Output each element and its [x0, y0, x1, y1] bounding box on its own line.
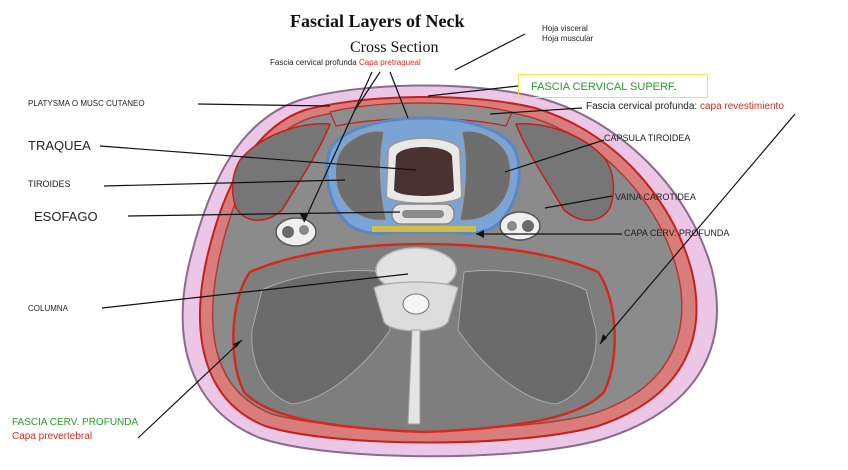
label-vaina-carotidea: VAINA CAROTIDEA: [615, 193, 696, 202]
label-fascia-superf: FASCIA CERVICAL SUPERF: [531, 81, 673, 93]
label-hoja-visceral: Hoja visceral: [542, 25, 588, 33]
label-capa-revestimiento: capa revestimiento: [700, 101, 784, 112]
label-traquea: TRAQUEA: [28, 139, 91, 152]
label-hoja-muscular: Hoja muscular: [542, 35, 593, 43]
esophagus-lumen: [402, 210, 444, 218]
label-esofago: ESOFAGO: [34, 210, 98, 223]
figure-title: Fascial Layers of Neck: [290, 12, 464, 30]
label-capa-cerv-profunda: CAPA CERV. PROFUNDA: [624, 229, 729, 238]
left-carotid-artery: [282, 226, 294, 238]
label-fascia-superf-wrap: FASCIA CERVICAL SUPERF.: [531, 82, 677, 93]
figure-subtitle: Cross Section: [350, 40, 438, 56]
label-columna: COLUMNA: [28, 305, 68, 313]
callout-fascia-superficial: FASCIA CERVICAL SUPERF.: [518, 74, 708, 98]
label-capa-revestimiento-group: Fascia cervical profunda: capa revestimi…: [586, 102, 784, 112]
leader-hoja: [455, 34, 525, 70]
trachea-lumen: [394, 147, 454, 196]
label-fascia-cerv-profunda: FASCIA CERV. PROFUNDA: [12, 418, 138, 428]
label-fascia-superf-dot: .: [673, 81, 676, 93]
right-carotid-artery: [507, 221, 517, 231]
left-jugular-vein: [299, 225, 309, 235]
label-capsula-tiroidea: CAPSULA TIROIDEA: [604, 134, 690, 143]
deep-cervical-layer-band: [372, 226, 476, 232]
right-jugular-vein: [522, 220, 534, 232]
label-tiroides: TIROIDES: [28, 180, 71, 189]
spinal-cord: [403, 294, 429, 314]
label-fascia-profunda-prefix: Fascia cervical profunda: [270, 58, 357, 67]
label-fascia-profunda-pretraqueal: Fascia cervical profunda Capa pretraquea…: [270, 59, 421, 67]
label-capa-prevertebral: Capa prevertebral: [12, 432, 92, 442]
label-capa-pretraqueal: Capa pretraqueal: [359, 58, 421, 67]
label-platysma: PLATYSMA O MUSC CUTANEO: [28, 100, 145, 108]
label-revestimiento-prefix: Fascia cervical profunda:: [586, 101, 697, 112]
